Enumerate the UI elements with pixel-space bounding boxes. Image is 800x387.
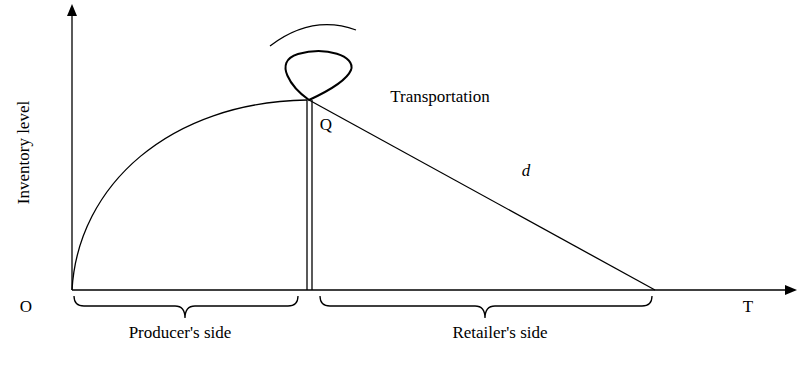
transport-loop (286, 51, 352, 100)
quantity-label: Q (320, 116, 332, 133)
producer-brace (74, 296, 298, 318)
production-curve (72, 100, 307, 290)
arrowhead (785, 285, 797, 295)
transport-arc (270, 25, 356, 46)
drop-line (306, 100, 307, 290)
drop-line (311, 100, 312, 290)
demand-line (309, 100, 655, 290)
arrowhead (67, 4, 77, 16)
side-label: Producer's side (129, 324, 232, 341)
origin-label: O (20, 298, 32, 315)
stage-label: Transportation (390, 88, 490, 105)
axis-end-label: T (743, 298, 753, 315)
y-axis (71, 12, 72, 290)
side-label: Retailer's side (452, 324, 547, 341)
axis-title: Inventory level (16, 100, 33, 203)
retailer-brace (320, 296, 652, 318)
demand-label: d (522, 162, 531, 179)
x-axis (72, 289, 788, 290)
